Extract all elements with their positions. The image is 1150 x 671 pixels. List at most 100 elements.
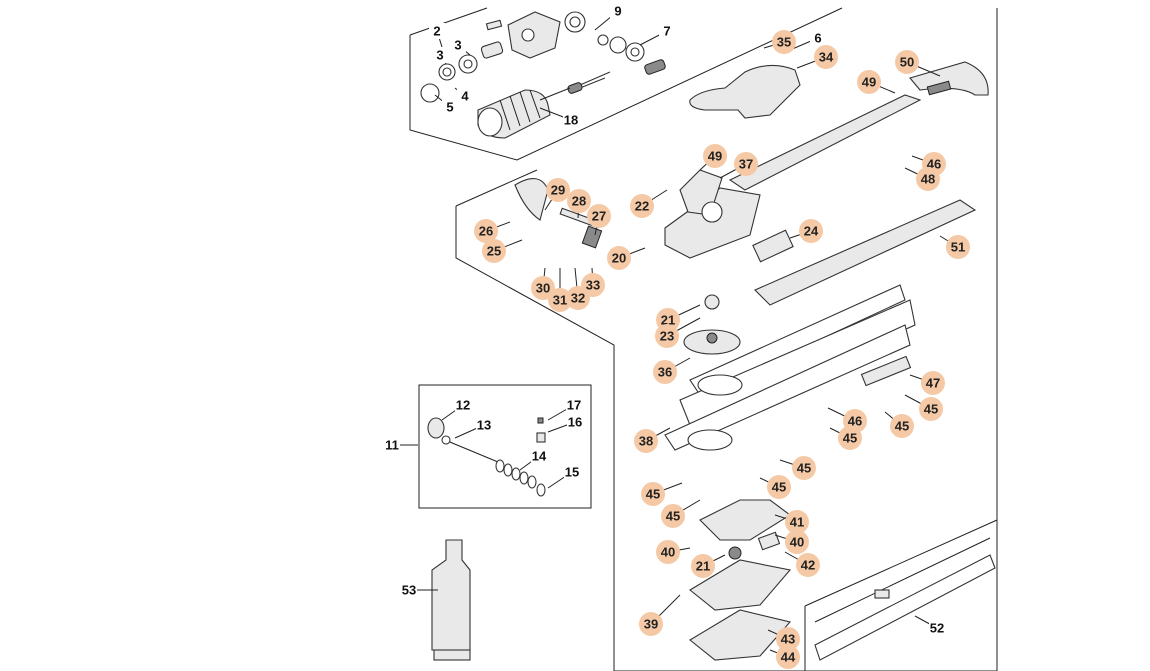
callout-35: 35: [772, 30, 796, 54]
kit-11-box: [418, 384, 592, 509]
gear-drive-parts: [420, 11, 666, 139]
callout-label: 52: [930, 621, 944, 636]
callout-label: 2: [433, 24, 440, 39]
callout-45: 45: [919, 397, 943, 421]
callout-bubble: [655, 324, 679, 348]
callout-label: 49: [862, 75, 876, 90]
callout-label: 50: [900, 55, 914, 70]
callout-21: 21: [691, 554, 715, 578]
callout-39: 39: [639, 612, 663, 636]
callout-49: 49: [857, 70, 881, 94]
callout-2: 2: [429, 23, 445, 39]
callout-label: 48: [921, 172, 935, 187]
callout-bubble: [785, 530, 809, 554]
callout-bubble: [919, 397, 943, 421]
blades: [664, 199, 977, 451]
callout-label: 4: [461, 89, 469, 104]
callout-38: 38: [634, 429, 658, 453]
callout-45: 45: [641, 482, 665, 506]
panel-outlines: [409, 7, 998, 671]
callout-label: 33: [586, 278, 600, 293]
callout-label: 31: [553, 293, 567, 308]
callout-23: 23: [655, 324, 679, 348]
callout-53: 53: [401, 582, 417, 598]
callout-bubble: [653, 360, 677, 384]
callout-30: 30: [531, 276, 555, 300]
callout-bubble: [703, 144, 727, 168]
callout-51: 51: [946, 235, 970, 259]
callout-bubble: [474, 219, 498, 243]
callout-label: 27: [592, 209, 606, 224]
callout-bubble: [799, 219, 823, 243]
callout-label: 49: [708, 149, 722, 164]
callout-bubble: [587, 204, 611, 228]
callout-37: 37: [734, 152, 758, 176]
callout-label: 30: [536, 281, 550, 296]
callout-bubble: [630, 194, 654, 218]
callout-41: 41: [785, 510, 809, 534]
callout-40: 40: [785, 530, 809, 554]
callout-label: 43: [781, 632, 795, 647]
callout-bubble: [767, 475, 791, 499]
callout-bubble: [482, 239, 506, 263]
callout-label: 17: [567, 398, 581, 413]
callout-7: 7: [659, 23, 675, 39]
callout-45: 45: [661, 504, 685, 528]
callout-bubble: [838, 426, 862, 450]
callout-36: 36: [653, 360, 677, 384]
callout-bubble: [634, 429, 658, 453]
callout-label: 38: [639, 434, 653, 449]
callout-15: 15: [564, 464, 580, 480]
grease-tube: [431, 539, 471, 661]
callout-bubble: [567, 189, 591, 213]
callout-3: 3: [432, 47, 448, 63]
callout-47: 47: [921, 371, 945, 395]
callout-label: 39: [644, 617, 658, 632]
callout-40: 40: [656, 540, 680, 564]
handle-and-bar: [514, 61, 989, 263]
callout-3: 3: [450, 37, 466, 53]
callout-bubble: [921, 371, 945, 395]
callout-label: 37: [739, 157, 753, 172]
callout-label: 44: [781, 650, 796, 665]
callout-label: 21: [696, 559, 710, 574]
callout-bubble: [661, 504, 685, 528]
callout-label: 25: [487, 244, 501, 259]
callout-42: 42: [796, 553, 820, 577]
callout-14: 14: [531, 448, 547, 464]
callout-label: 13: [477, 418, 491, 433]
callout-label: 14: [532, 449, 547, 464]
callout-bubble: [641, 482, 665, 506]
callout-label: 34: [819, 50, 834, 65]
callout-label: 45: [797, 461, 811, 476]
callout-label: 41: [790, 515, 804, 530]
gearbox-covers: [689, 499, 792, 661]
callout-label: 23: [660, 329, 674, 344]
callout-45: 45: [890, 414, 914, 438]
callout-bubble: [776, 627, 800, 651]
callout-label: 24: [804, 224, 819, 239]
callout-label: 32: [571, 291, 585, 306]
callout-bubble: [772, 30, 796, 54]
callout-label: 7: [663, 24, 670, 39]
callout-22: 22: [630, 194, 654, 218]
callout-bubble: [857, 70, 881, 94]
callout-bubble: [691, 554, 715, 578]
callout-label: 42: [801, 558, 815, 573]
callout-bubble: [796, 553, 820, 577]
callout-44: 44: [776, 645, 800, 669]
callout-bubble: [548, 288, 572, 312]
callout-34: 34: [814, 45, 838, 69]
callout-13: 13: [476, 417, 492, 433]
callout-label: 46: [848, 414, 862, 429]
blade-guard: [814, 537, 996, 661]
callout-bubble: [895, 50, 919, 74]
callout-label: 45: [772, 480, 786, 495]
callout-label: 15: [565, 465, 579, 480]
callout-bubble: [916, 167, 940, 191]
callout-label: 29: [551, 183, 565, 198]
callout-label: 16: [568, 415, 582, 430]
callout-label: 18: [564, 113, 578, 128]
callout-17: 17: [566, 397, 582, 413]
